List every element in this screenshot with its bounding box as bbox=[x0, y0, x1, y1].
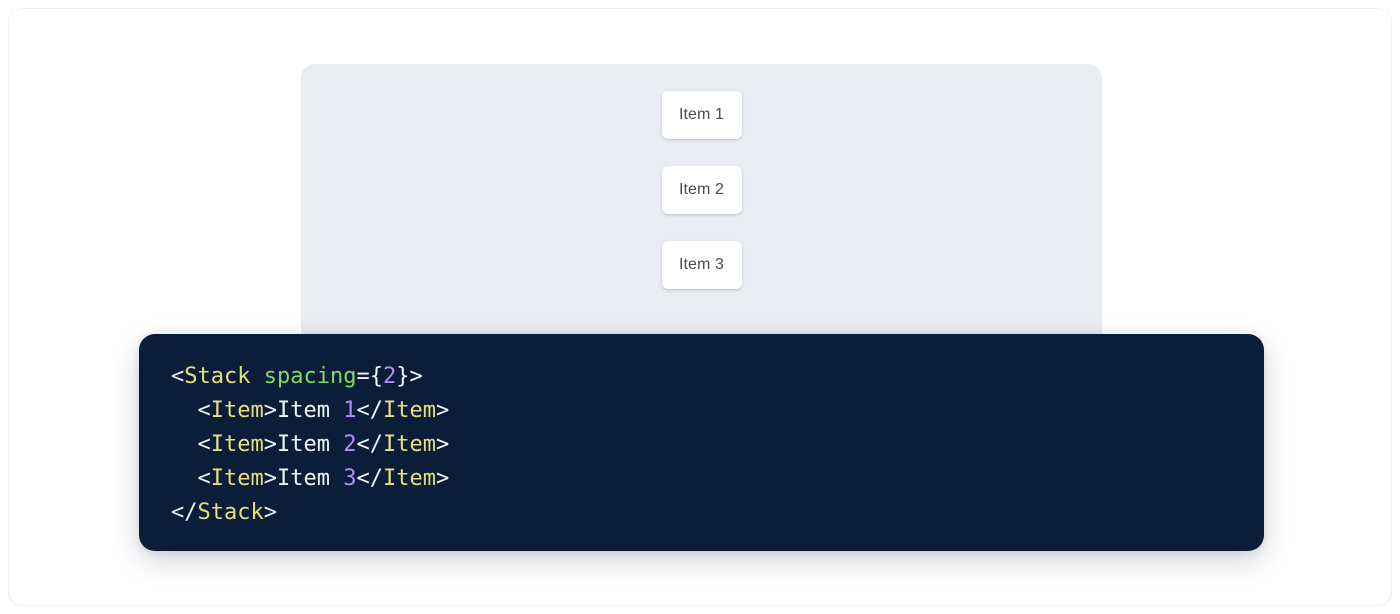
stack-item[interactable]: Item 1 bbox=[661, 91, 742, 139]
code-token-tag: Stack bbox=[184, 364, 251, 389]
code-token-punc: < bbox=[171, 432, 211, 457]
code-token-text: Item bbox=[276, 432, 344, 457]
code-token-num: 1 bbox=[343, 398, 357, 423]
stack-item-label: Item 1 bbox=[678, 106, 725, 123]
code-token-punc: > bbox=[435, 432, 450, 457]
code-token-tag: Item bbox=[382, 398, 436, 423]
code-snippet-block[interactable]: <Stack spacing={2}> <Item>Item 1</Item> … bbox=[139, 334, 1264, 551]
code-token-attr: spacing bbox=[263, 364, 357, 389]
code-token-tag: Item bbox=[210, 432, 264, 457]
code-token-tag: Item bbox=[210, 398, 264, 423]
code-token-punc: > bbox=[435, 398, 450, 423]
code-token-tag: Item bbox=[382, 432, 436, 457]
code-token-punc: </ bbox=[356, 466, 383, 491]
code-line: <Item>Item 2</Item> bbox=[171, 428, 1264, 462]
code-token-punc: > bbox=[263, 398, 277, 423]
stack-item[interactable]: Item 3 bbox=[661, 241, 742, 289]
stack-item[interactable]: Item 2 bbox=[661, 166, 742, 214]
code-token-punc: > bbox=[435, 466, 450, 491]
code-token-text: Item bbox=[276, 398, 344, 423]
code-line: <Item>Item 1</Item> bbox=[171, 394, 1264, 428]
code-token-punc: </ bbox=[171, 500, 198, 525]
stack-container: Item 1 Item 2 Item 3 bbox=[301, 64, 1102, 289]
code-token-text: Item bbox=[276, 466, 344, 491]
code-token-punc: > bbox=[263, 432, 277, 457]
stack-item-label: Item 2 bbox=[678, 181, 725, 198]
code-token-punc: < bbox=[171, 364, 185, 389]
code-token-tag: Item bbox=[210, 466, 264, 491]
code-line: <Item>Item 3</Item> bbox=[171, 462, 1264, 496]
code-token-tag: Stack bbox=[197, 500, 264, 525]
code-token-punc: ={ bbox=[356, 364, 383, 389]
code-line: </Stack> bbox=[171, 496, 1264, 530]
code-line: <Stack spacing={2}> bbox=[171, 360, 1264, 394]
code-token-punc: > bbox=[263, 466, 277, 491]
code-token-punc: > bbox=[263, 500, 277, 525]
code-token-punc: < bbox=[171, 466, 211, 491]
code-token-num: 2 bbox=[343, 432, 357, 457]
code-token-tag: Item bbox=[382, 466, 436, 491]
code-token-num: 2 bbox=[382, 364, 397, 389]
code-token-punc: </ bbox=[356, 432, 383, 457]
code-token-punc: </ bbox=[356, 398, 383, 423]
code-token-punc bbox=[250, 364, 263, 389]
code-token-punc: < bbox=[171, 398, 211, 423]
component-preview-panel: Item 1 Item 2 Item 3 bbox=[301, 64, 1102, 364]
stack-item-label: Item 3 bbox=[678, 256, 725, 273]
code-token-punc: }> bbox=[396, 364, 423, 389]
code-content: <Stack spacing={2}> <Item>Item 1</Item> … bbox=[171, 360, 1264, 530]
code-token-num: 3 bbox=[343, 466, 357, 491]
